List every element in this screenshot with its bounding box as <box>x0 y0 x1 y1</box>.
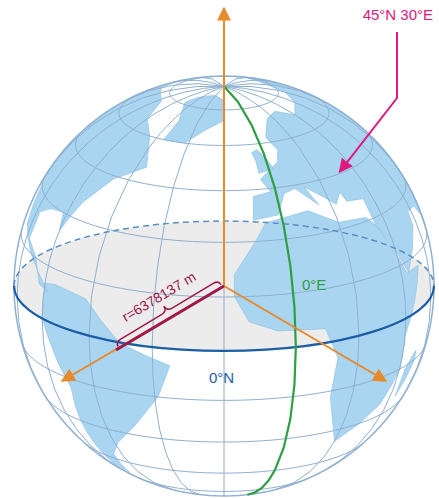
y-axis <box>224 286 386 381</box>
prime-meridian <box>224 86 296 494</box>
coordinate-label: 45°N 30°E <box>363 6 433 24</box>
coordinate-axes <box>62 8 386 381</box>
point-callout <box>340 32 397 172</box>
leader-line <box>340 32 397 172</box>
z-axis <box>223 8 225 286</box>
equator-label: 0°N <box>209 369 234 387</box>
equator <box>14 286 434 351</box>
meridian-label: 0°E <box>302 276 326 294</box>
